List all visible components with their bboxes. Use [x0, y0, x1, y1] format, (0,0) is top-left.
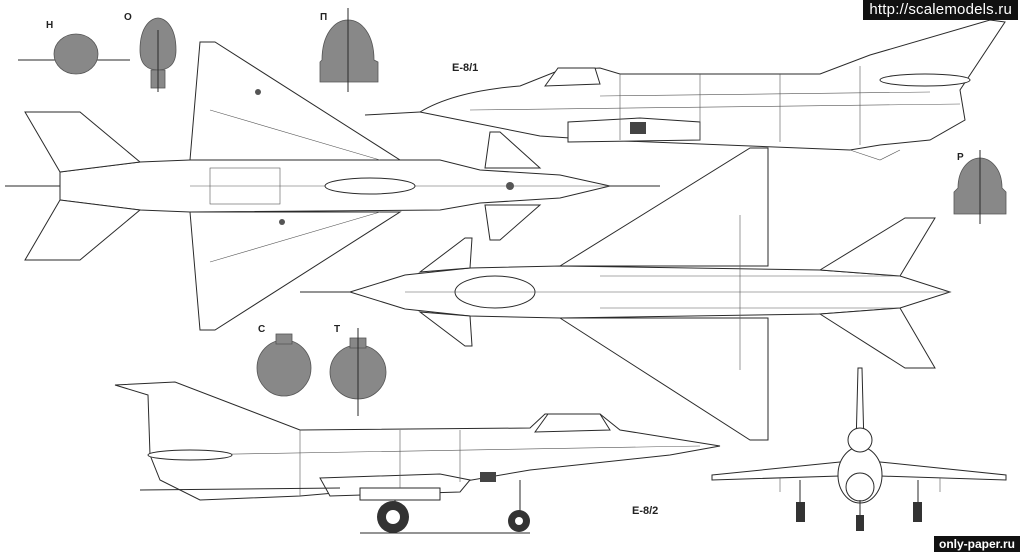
- section-r: [953, 150, 1007, 224]
- section-label-p: П: [320, 12, 328, 23]
- section-label-t: Т: [334, 324, 341, 335]
- section-label-s: С: [258, 324, 266, 335]
- section-p: [319, 8, 379, 92]
- side-view-e8-1: [364, 19, 1006, 161]
- plan-view-lower-surface: [5, 41, 660, 331]
- watermark-scalemodels: http://scalemodels.ru: [863, 0, 1018, 20]
- title-e8-1: Е-8/1: [452, 62, 479, 74]
- title-e8-2: Е-8/2: [632, 505, 659, 517]
- section-n: [18, 33, 130, 75]
- section-label-n: Н: [46, 20, 54, 31]
- plan-view-upper-surface: [300, 147, 952, 441]
- section-s: [256, 333, 312, 397]
- front-view: [711, 367, 1007, 531]
- section-o: [139, 17, 177, 92]
- watermark-only-paper: only-paper.ru: [933, 536, 1020, 552]
- section-label-o: О: [124, 12, 132, 23]
- side-view-e8-2: [114, 381, 721, 534]
- section-t: [329, 328, 387, 416]
- section-label-r: Р: [957, 152, 964, 163]
